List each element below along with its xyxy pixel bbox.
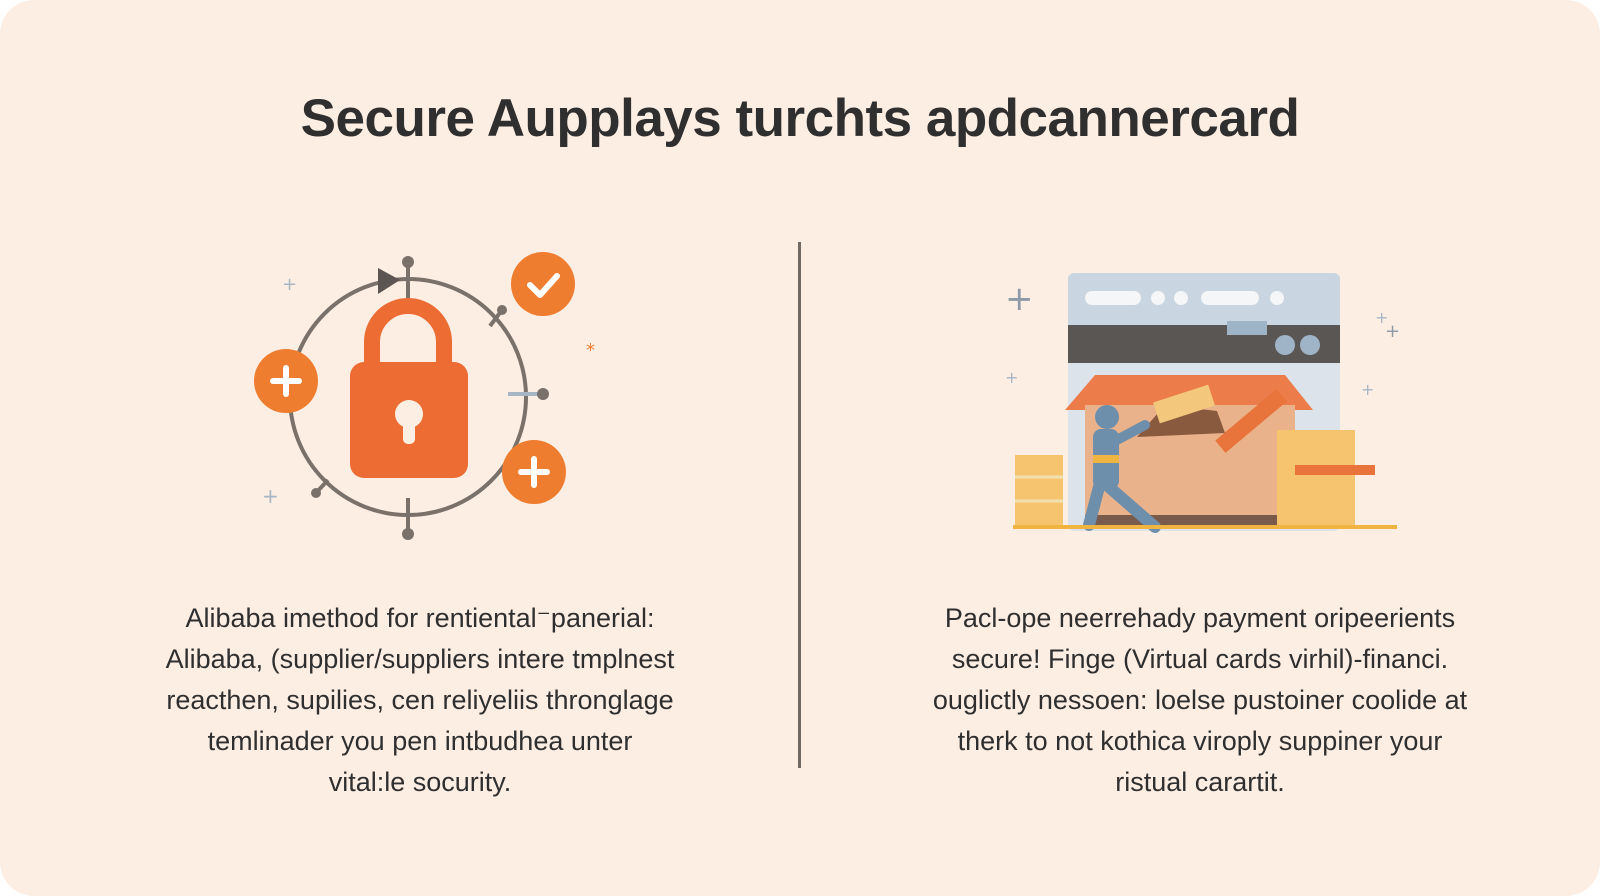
ring-icon xyxy=(288,256,549,540)
left-description-line: Alibaba, (supplier/suppliers intere tmpl… xyxy=(165,644,675,674)
svg-text:+: + xyxy=(1005,279,1034,319)
delivery-box-icon xyxy=(1065,375,1313,525)
sparkle-icon: + + + + + xyxy=(1005,279,1400,399)
page-title: Secure Aupplays turchts apdcannercard xyxy=(300,89,1300,148)
sparkle-icon: + + * xyxy=(262,274,595,508)
svg-text:+: + xyxy=(1361,380,1374,399)
virtual-card-illustration: + + + + + xyxy=(1005,265,1435,555)
worker-figure-icon xyxy=(1083,405,1161,533)
left-description: Alibaba imethod for rentiental⁻panerial:… xyxy=(60,598,780,803)
right-description-line: ristual carartit. xyxy=(1115,767,1285,797)
padlock-icon xyxy=(350,298,468,478)
security-illustration: + + * xyxy=(250,250,630,560)
left-description-line: temlinader you pen intbudhea unter xyxy=(207,726,633,756)
checkmark-icon xyxy=(511,252,575,316)
svg-text:+: + xyxy=(1385,321,1400,342)
right-description-line: ouglictly nessoen: loelse pustoiner cool… xyxy=(932,685,1468,715)
svg-text:+: + xyxy=(262,484,279,508)
plus-icon xyxy=(502,440,566,504)
right-description-line: Pacl-ope neerrehady payment oripeerients xyxy=(944,603,1456,633)
plus-icon xyxy=(254,349,318,413)
svg-text:+: + xyxy=(1375,308,1388,327)
svg-text:+: + xyxy=(1005,368,1018,387)
left-description-line: vital:le socurity. xyxy=(328,767,512,797)
left-description-line: Alibaba imethod for rentiental⁻panerial: xyxy=(185,603,655,633)
left-description-line: reacthen, supilies, cen reliyeliis thron… xyxy=(166,685,674,715)
right-description-line: therk to not kothica viroply suppiner yo… xyxy=(957,726,1443,756)
svg-text:*: * xyxy=(586,340,595,361)
right-description-line: secure! Finge (Virtual cards virhil)-fin… xyxy=(951,644,1449,674)
panel-divider xyxy=(798,242,801,768)
right-description: Pacl-ope neerrehady payment oripeerients… xyxy=(840,598,1560,803)
stacked-boxes-icon xyxy=(1013,430,1397,529)
svg-text:+: + xyxy=(282,274,297,295)
